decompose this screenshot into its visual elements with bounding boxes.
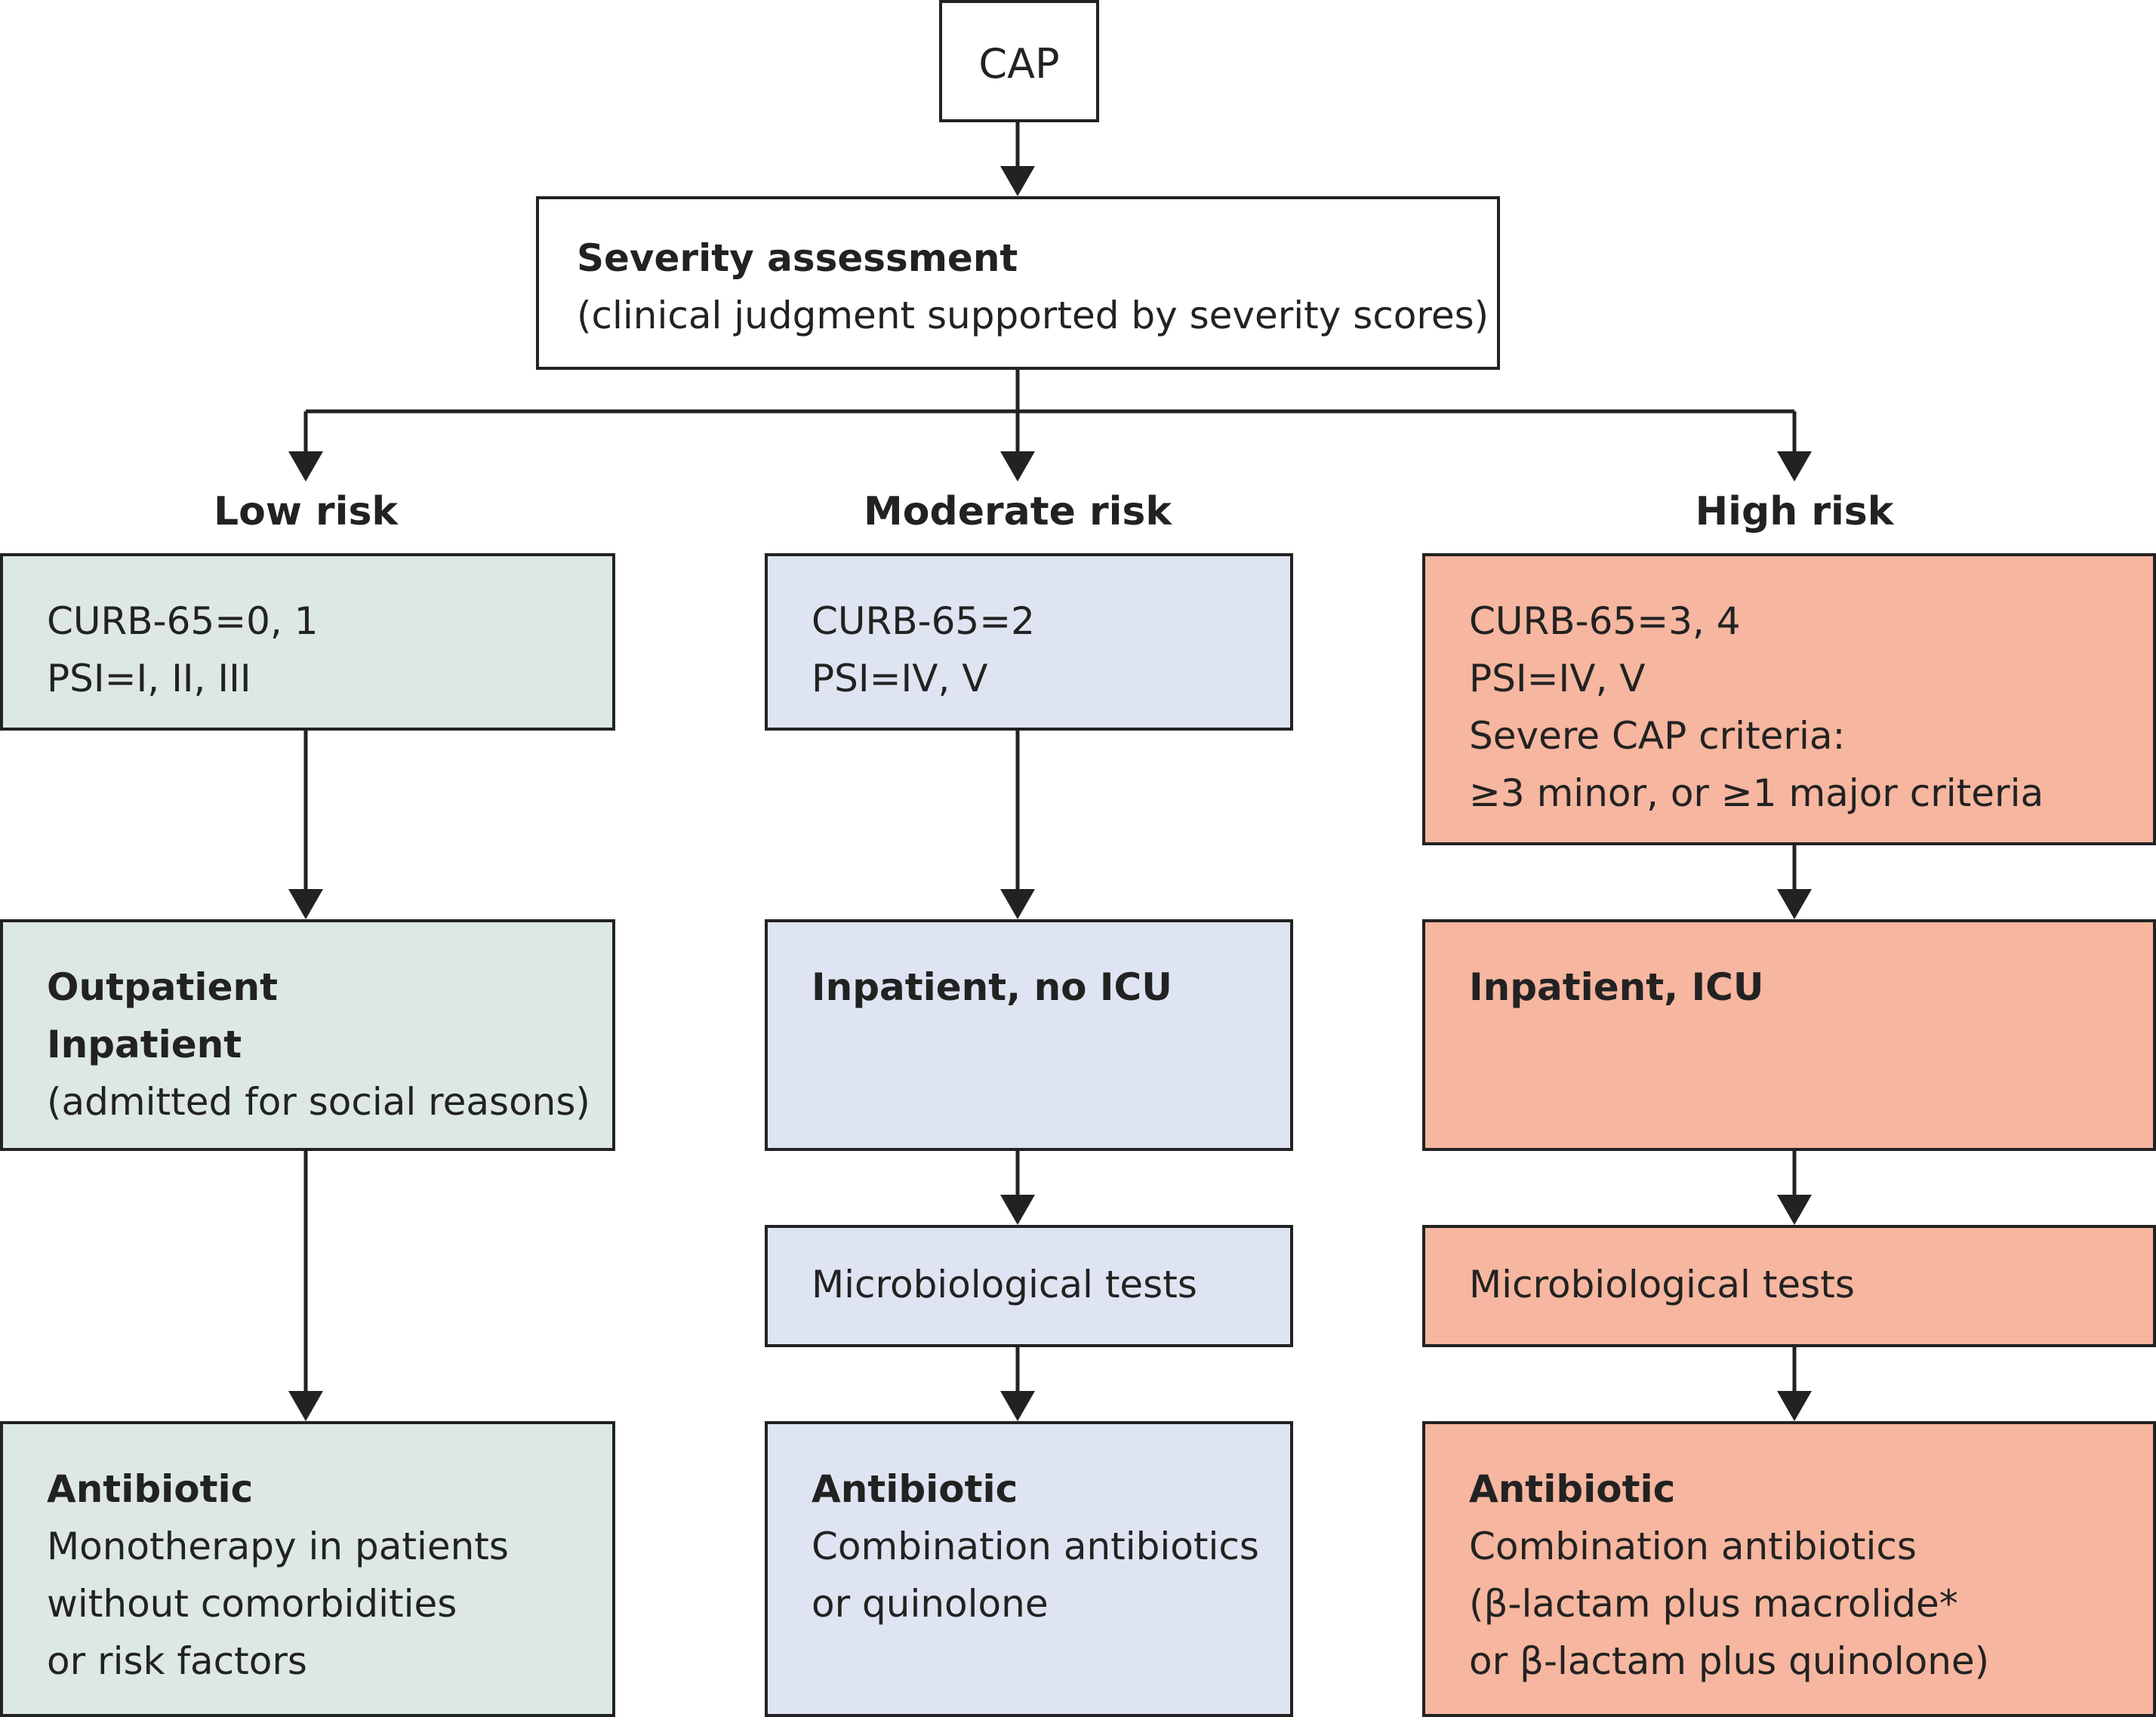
antibiotic-line: or risk factors: [47, 1639, 307, 1683]
criteria-line: CURB-65=3, 4: [1469, 599, 1741, 643]
severity-title: Severity assessment: [577, 236, 1018, 280]
cap-start-box: CAP: [939, 0, 1099, 122]
criteria-line: CURB-65=0, 1: [47, 599, 319, 643]
severity-subtitle: (clinical judgment supported by severity…: [577, 294, 1489, 337]
low-risk-setting-box: Outpatient Inpatient (admitted for socia…: [0, 919, 615, 1151]
moderate-risk-tests-box: Microbiological tests: [765, 1225, 1293, 1347]
high-risk-tests-box: Microbiological tests: [1422, 1225, 2156, 1347]
tests-label: Microbiological tests: [1469, 1263, 1855, 1306]
high-risk-antibiotic-box: Antibiotic Combination antibiotics (β-la…: [1422, 1421, 2156, 1717]
antibiotic-line: (β-lactam plus macrolide*: [1469, 1582, 1958, 1626]
low-risk-label: Low risk: [213, 489, 398, 534]
antibiotic-title: Antibiotic: [1469, 1467, 1676, 1511]
antibiotic-line: without comorbidities: [47, 1582, 457, 1626]
moderate-risk-setting-box: Inpatient, no ICU: [765, 919, 1293, 1151]
setting-line: Inpatient, ICU: [1469, 965, 1764, 1009]
moderate-risk-antibiotic-box: Antibiotic Combination antibiotics or qu…: [765, 1421, 1293, 1717]
setting-line: Inpatient: [47, 1023, 242, 1066]
moderate-risk-label: Moderate risk: [864, 489, 1172, 534]
antibiotic-line: Monotherapy in patients: [47, 1525, 509, 1568]
criteria-line: PSI=IV, V: [1469, 657, 1646, 700]
antibiotic-line: Combination antibiotics: [812, 1525, 1259, 1568]
tests-label: Microbiological tests: [812, 1263, 1197, 1306]
high-risk-criteria-box: CURB-65=3, 4 PSI=IV, V Severe CAP criter…: [1422, 553, 2156, 845]
cap-label: CAP: [978, 40, 1060, 88]
low-risk-criteria-box: CURB-65=0, 1 PSI=I, II, III: [0, 553, 615, 731]
setting-line: Outpatient: [47, 965, 278, 1009]
setting-line: (admitted for social reasons): [47, 1080, 590, 1124]
criteria-line: PSI=IV, V: [812, 657, 988, 700]
low-risk-antibiotic-box: Antibiotic Monotherapy in patients witho…: [0, 1421, 615, 1717]
antibiotic-title: Antibiotic: [812, 1467, 1018, 1511]
moderate-risk-criteria-box: CURB-65=2 PSI=IV, V: [765, 553, 1293, 731]
criteria-line: CURB-65=2: [812, 599, 1035, 643]
antibiotic-line: or β-lactam plus quinolone): [1469, 1639, 1990, 1683]
criteria-line: ≥3 minor, or ≥1 major criteria: [1469, 771, 2044, 815]
setting-line: Inpatient, no ICU: [812, 965, 1172, 1009]
criteria-line: PSI=I, II, III: [47, 657, 251, 700]
antibiotic-title: Antibiotic: [47, 1467, 254, 1511]
severity-assessment-box: Severity assessment (clinical judgment s…: [536, 196, 1500, 370]
high-risk-label: High risk: [1695, 489, 1894, 534]
high-risk-setting-box: Inpatient, ICU: [1422, 919, 2156, 1151]
antibiotic-line: or quinolone: [812, 1582, 1049, 1626]
criteria-line: Severe CAP criteria:: [1469, 714, 1846, 758]
antibiotic-line: Combination antibiotics: [1469, 1525, 1917, 1568]
